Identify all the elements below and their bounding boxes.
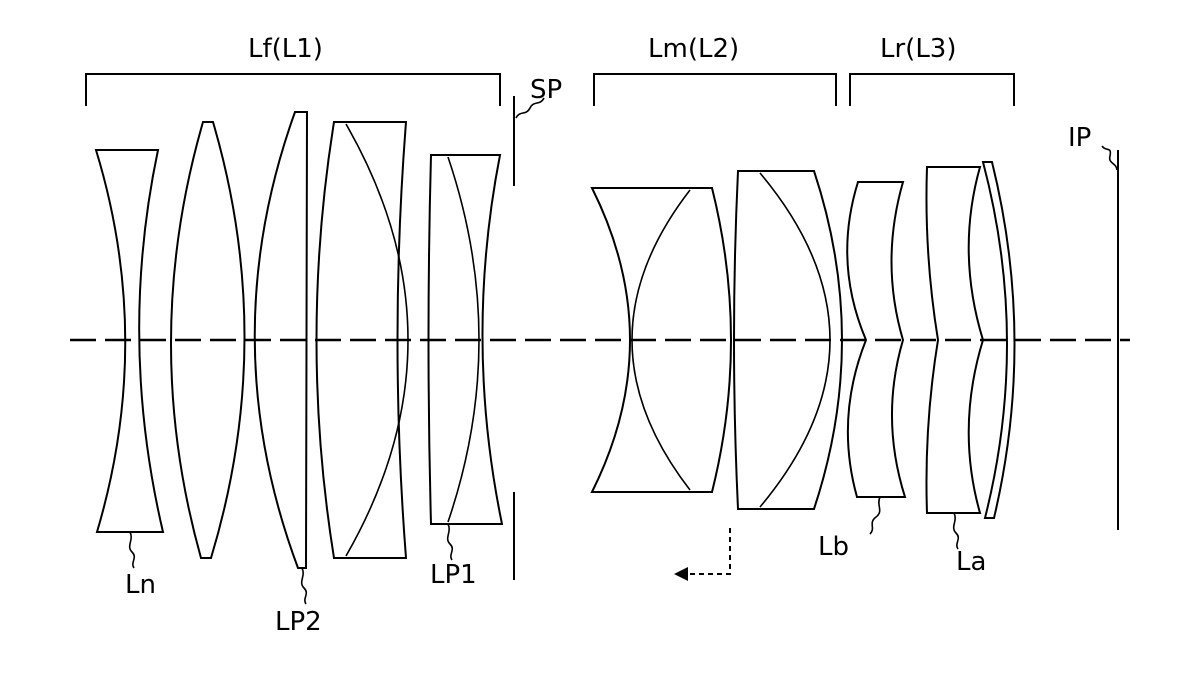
label-lp1: LP1 [430,560,477,590]
label-lp2: LP2 [275,607,322,637]
focus-movement-arrow [684,528,731,575]
label-middle-group: Lm(L2) [648,34,739,64]
lens-front-2 [170,121,246,559]
label-stop: SP [530,75,562,105]
label-rear-group: Lr(L3) [880,34,957,64]
lens-front-doublet [315,121,408,559]
label-ln: Ln [125,570,156,600]
leader-lb [869,496,881,535]
lens-front-doublet-interface [345,123,409,557]
leader-ln [128,531,136,569]
lens-lp2 [253,111,309,569]
lens-lp1-interface [447,156,480,523]
focus-arrow-head-icon [674,567,688,581]
lens-la [925,166,985,514]
label-image-plane: IP [1068,123,1091,153]
leader-lp1 [446,523,454,561]
lens-lp1 [427,154,504,525]
leader-lp2 [300,567,308,605]
leader-la [952,512,960,550]
leader-stop [515,97,545,119]
lens-rear-meniscus [981,161,1016,519]
bracket-rear-group [849,73,1015,106]
bracket-middle-group [593,73,837,106]
lens-ln [94,149,165,533]
leader-image-plane [1101,145,1118,171]
lens-middle-doublet-1-interface [631,189,691,491]
lens-middle-doublet-2-interface [759,172,831,508]
label-front-group: Lf(L1) [248,34,323,64]
label-lb: Lb [818,532,849,562]
lens-lb [846,181,907,498]
lens-middle-doublet-2 [733,170,843,510]
lens-middle-doublet-1 [590,187,732,493]
bracket-front-group [85,73,501,106]
label-la: La [956,547,986,577]
